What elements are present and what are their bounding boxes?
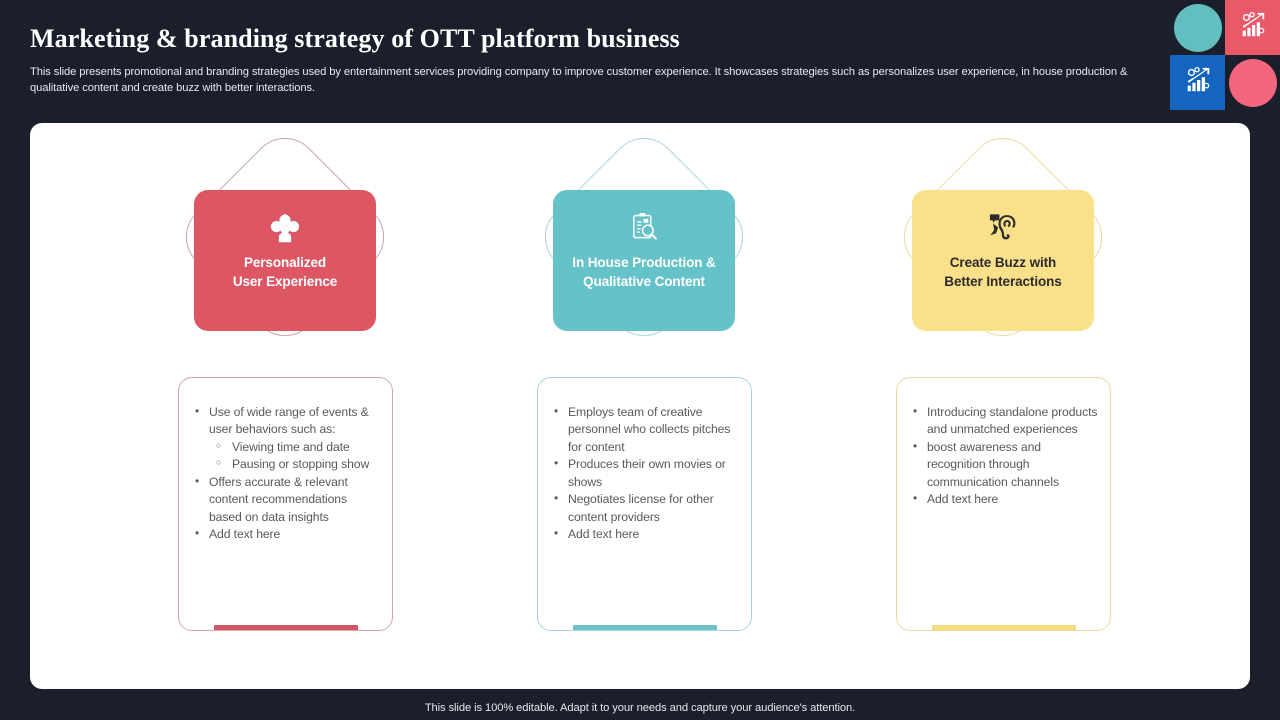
card-title-line-2: Qualitative Content bbox=[583, 274, 705, 290]
clipboard-search-icon bbox=[624, 207, 664, 247]
decorative-badge-grid bbox=[1170, 0, 1280, 110]
content-box-in-house-production-qualitative-content: Employs team of creative personnel who c… bbox=[537, 377, 752, 631]
list-item: Produces their own movies or shows bbox=[546, 455, 741, 491]
slide-header: Marketing & branding strategy of OTT pla… bbox=[30, 24, 1140, 96]
card-title: Create Buzz with Better Interactions bbox=[938, 253, 1067, 291]
badge-cell-blue-square bbox=[1170, 55, 1225, 110]
card-title-line-2: Better Interactions bbox=[944, 274, 1062, 290]
bullet-list: Employs team of creative personnel who c… bbox=[538, 378, 751, 544]
list-item: Viewing time and date bbox=[187, 439, 382, 456]
card-title-line-1: In House Production & bbox=[572, 255, 716, 270]
strategy-columns: Personalized User Experience Use of wide… bbox=[30, 123, 1250, 689]
list-item: Add text here bbox=[905, 490, 1100, 508]
accent-bar bbox=[213, 625, 358, 630]
list-item: boost awareness and recognition through … bbox=[905, 438, 1100, 491]
strategy-column-create-buzz-with-better-interactions: Create Buzz with Better Interactions Int… bbox=[823, 123, 1183, 689]
card-title-line-1: Create Buzz with bbox=[949, 255, 1057, 270]
list-item: Pausing or stopping show bbox=[187, 456, 382, 473]
red-square-tile bbox=[1225, 0, 1280, 55]
list-item: Introducing standalone products and unma… bbox=[905, 403, 1100, 439]
bullet-list: Introducing standalone products and unma… bbox=[897, 378, 1110, 509]
page-title: Marketing & branding strategy of OTT pla… bbox=[30, 24, 680, 53]
card-title: Personalized User Experience bbox=[227, 253, 343, 291]
blue-square-tile bbox=[1170, 55, 1225, 110]
slide-subtitle: This slide presents promotional and bran… bbox=[30, 65, 1128, 95]
growth-chart-icon bbox=[1238, 10, 1268, 45]
ear-speech-icon bbox=[983, 207, 1023, 247]
content-box-personalized-user-experience: Use of wide range of events & user behav… bbox=[178, 377, 393, 631]
pink-circle-icon bbox=[1228, 58, 1277, 107]
accent-bar bbox=[931, 625, 1076, 630]
list-item: Offers accurate & relevant content recom… bbox=[187, 473, 382, 526]
badge-cell-teal-circle bbox=[1170, 0, 1225, 55]
strategy-column-in-house-production-qualitative-content: In House Production & Qualitative Conten… bbox=[464, 123, 824, 689]
card-title-line-2: User Experience bbox=[232, 274, 338, 290]
content-box-create-buzz-with-better-interactions: Introducing standalone products and unma… bbox=[896, 377, 1111, 631]
list-item: Add text here bbox=[546, 525, 741, 543]
growth-chart-icon bbox=[1183, 65, 1213, 100]
strategy-card-create-buzz-with-better-interactions[interactable]: Create Buzz with Better Interactions bbox=[912, 190, 1094, 331]
list-item: Negotiates license for other content pro… bbox=[546, 490, 741, 526]
people-feedback-icon bbox=[265, 207, 305, 247]
teal-circle-icon bbox=[1173, 3, 1222, 52]
bullet-list: Use of wide range of events & user behav… bbox=[179, 378, 392, 544]
badge-cell-red-square bbox=[1225, 0, 1280, 55]
list-item: Use of wide range of events & user behav… bbox=[187, 403, 382, 439]
badge-cell-pink-circle bbox=[1225, 55, 1280, 110]
card-title-line-1: Personalized bbox=[243, 255, 327, 270]
slide-footer-note: This slide is 100% editable. Adapt it to… bbox=[424, 702, 856, 714]
content-panel: Personalized User Experience Use of wide… bbox=[30, 123, 1250, 689]
list-item: Add text here bbox=[187, 525, 382, 543]
card-title: In House Production & Qualitative Conten… bbox=[566, 253, 721, 291]
list-item: Employs team of creative personnel who c… bbox=[546, 403, 741, 456]
strategy-card-personalized-user-experience[interactable]: Personalized User Experience bbox=[194, 190, 376, 331]
accent-bar bbox=[572, 625, 717, 630]
strategy-card-in-house-production-qualitative-content[interactable]: In House Production & Qualitative Conten… bbox=[553, 190, 735, 331]
strategy-column-personalized-user-experience: Personalized User Experience Use of wide… bbox=[105, 123, 465, 689]
